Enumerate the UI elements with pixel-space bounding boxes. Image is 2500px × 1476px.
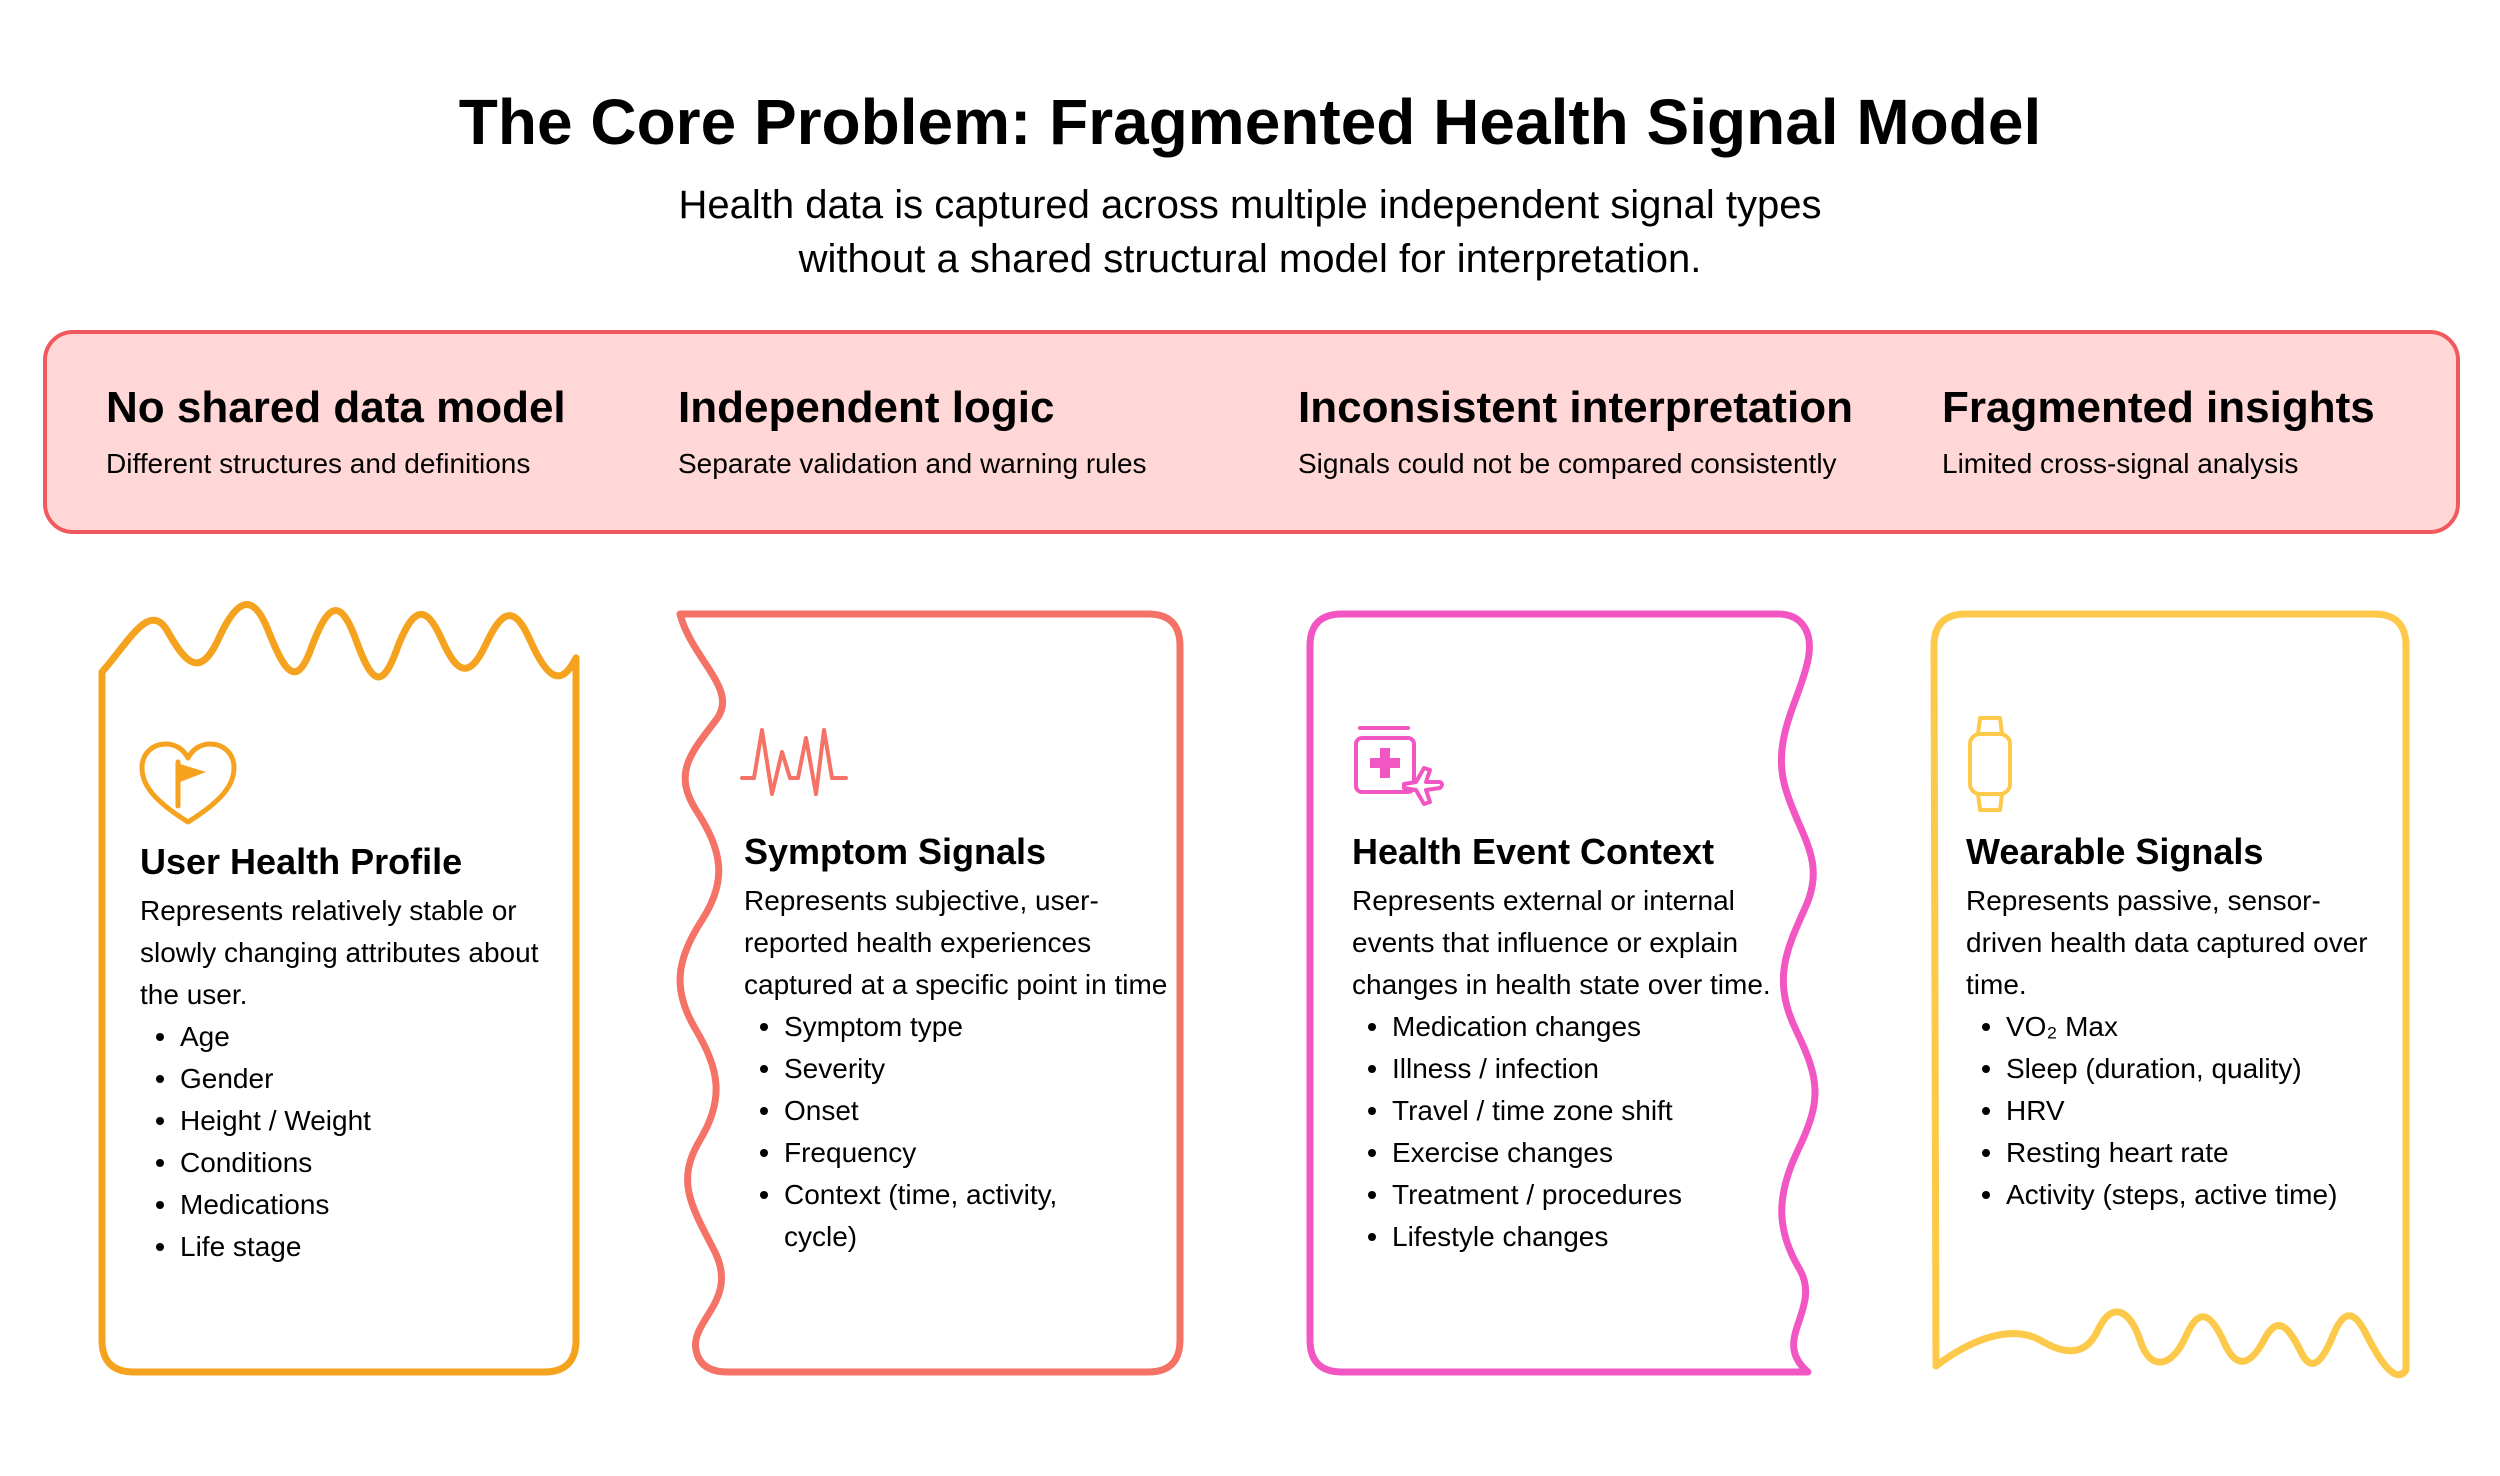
- list-item: VO₂ Max: [1982, 1006, 2386, 1048]
- card-item-list: Age Gender Height / Weight Conditions Me…: [140, 1016, 570, 1268]
- list-item: Activity (steps, active time): [1982, 1174, 2386, 1216]
- problem-description: Signals could not be compared consistent…: [1298, 448, 1837, 479]
- card-user-health-profile: User Health Profile Represents relativel…: [140, 838, 570, 1268]
- heart-flag-icon: [139, 741, 237, 825]
- card-symptom-signals: Symptom Signals Represents subjective, u…: [744, 828, 1174, 1258]
- list-item: Symptom type: [760, 1006, 1174, 1048]
- card-frame-symptom-signals: [676, 610, 1184, 1376]
- card-health-event-context: Health Event Context Represents external…: [1352, 828, 1772, 1258]
- card-description: Represents subjective, user-reported hea…: [744, 885, 1168, 1000]
- list-item: Lifestyle changes: [1368, 1216, 1772, 1258]
- card-frame-wearable-signals: [1930, 610, 2410, 1379]
- card-item-list: Symptom type Severity Onset Frequency Co…: [744, 1006, 1174, 1258]
- list-item: Life stage: [156, 1226, 570, 1268]
- list-item: HRV: [1982, 1090, 2386, 1132]
- problem-heading: Inconsistent interpretation: [1298, 383, 1853, 432]
- card-item-list: VO₂ Max Sleep (duration, quality) HRV Re…: [1966, 1006, 2386, 1216]
- list-item: Sleep (duration, quality): [1982, 1048, 2386, 1090]
- card-description: Represents external or internal events t…: [1352, 885, 1771, 1000]
- list-item: Age: [156, 1016, 570, 1058]
- card-frame-health-event-context: [1306, 610, 1819, 1376]
- list-item: Frequency: [760, 1132, 1174, 1174]
- card-item-list: Medication changes Illness / infection T…: [1352, 1006, 1772, 1258]
- pulse-waveform-icon: [740, 728, 848, 796]
- problem-heading: No shared data model: [106, 383, 566, 432]
- list-item: Treatment / procedures: [1368, 1174, 1772, 1216]
- card-title: User Health Profile: [140, 841, 463, 882]
- list-item: Resting heart rate: [1982, 1132, 2386, 1174]
- list-item: Travel / time zone shift: [1368, 1090, 1772, 1132]
- problem-banner: No shared data model Different structure…: [43, 330, 2460, 534]
- card-title: Health Event Context: [1352, 831, 1715, 872]
- subtitle-line-2: without a shared structural model for in…: [798, 237, 1702, 281]
- subtitle-line-1: Health data is captured across multiple …: [678, 183, 1822, 227]
- list-item: Onset: [760, 1090, 1174, 1132]
- page-subtitle: Health data is captured across multiple …: [0, 178, 2500, 286]
- smartwatch-icon: [1968, 716, 2012, 812]
- card-title: Wearable Signals: [1966, 831, 2264, 872]
- problem-description: Different structures and definitions: [106, 448, 531, 479]
- list-item: Gender: [156, 1058, 570, 1100]
- card-frame-user-health-profile: [98, 601, 580, 1376]
- problem-heading: Fragmented insights: [1942, 383, 2375, 432]
- problem-independent-logic: Independent logic Separate validation an…: [678, 380, 1147, 484]
- list-item: Exercise changes: [1368, 1132, 1772, 1174]
- problem-no-shared-data-model: No shared data model Different structure…: [106, 380, 566, 484]
- problem-inconsistent-interpretation: Inconsistent interpretation Signals coul…: [1298, 380, 1853, 484]
- problem-heading: Independent logic: [678, 383, 1055, 432]
- problem-description: Separate validation and warning rules: [678, 448, 1147, 479]
- list-item: Medications: [156, 1184, 570, 1226]
- list-item: Medication changes: [1368, 1006, 1772, 1048]
- problem-fragmented-insights: Fragmented insights Limited cross-signal…: [1942, 380, 2375, 484]
- medical-travel-icon: [1354, 726, 1444, 806]
- card-title: Symptom Signals: [744, 831, 1047, 872]
- list-item: Height / Weight: [156, 1100, 570, 1142]
- list-item: Conditions: [156, 1142, 570, 1184]
- card-description: Represents passive, sensor-driven health…: [1966, 885, 2368, 1000]
- page-title: The Core Problem: Fragmented Health Sign…: [458, 86, 2042, 158]
- card-description: Represents relatively stable or slowly c…: [140, 895, 539, 1010]
- list-item: Severity: [760, 1048, 1174, 1090]
- problem-description: Limited cross-signal analysis: [1942, 448, 2299, 479]
- list-item: Illness / infection: [1368, 1048, 1772, 1090]
- list-item: Context (time, activity, cycle): [760, 1174, 1104, 1258]
- card-wearable-signals: Wearable Signals Represents passive, sen…: [1966, 828, 2386, 1216]
